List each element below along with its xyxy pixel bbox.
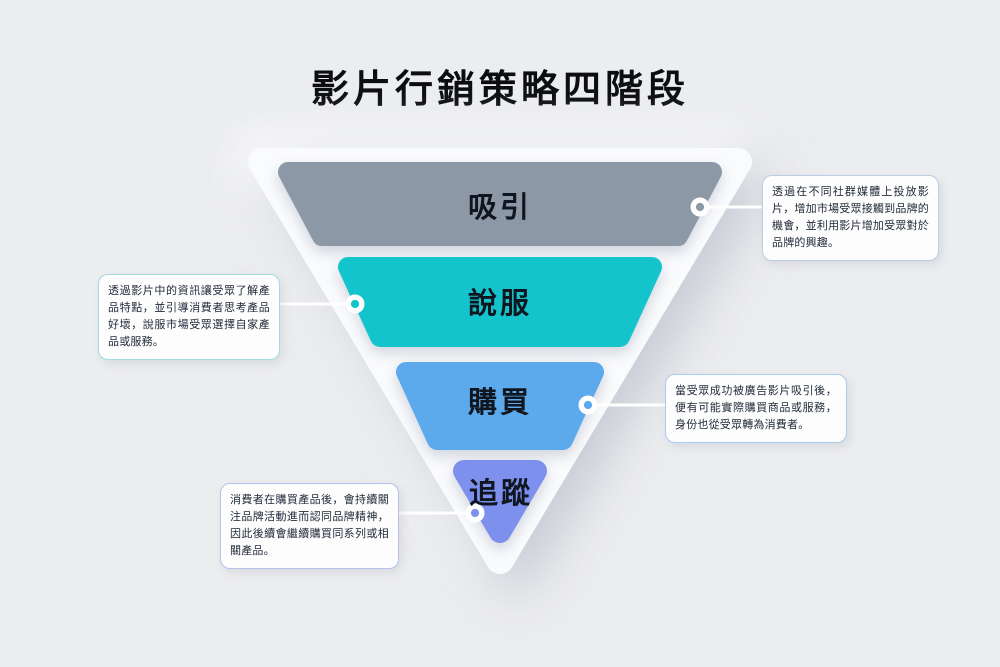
stage-band-follow (453, 460, 547, 543)
stage-label-purchase: 購買 (467, 387, 533, 419)
stage-band-attract (278, 162, 722, 246)
page-title: 影片行銷策略四階段 (310, 69, 689, 111)
stage-label-attract: 吸引 (467, 192, 533, 224)
connector-dot-persuade-hole (350, 299, 360, 309)
callout-persuade-text: 透過影片中的資訊讓受眾了解產品特點，並引導消費者思考產品好壞，說服市場受眾選擇自… (108, 285, 270, 349)
callout-attract-text: 透過在不同社群媒體上投放影片，增加市場受眾接觸到品牌的機會，並利用影片增加受眾對… (772, 186, 929, 250)
callout-follow-text: 消費者在購買產品後，會持續關注品牌活動進而認同品牌精神，因此後續會繼續購買同系列… (230, 494, 389, 558)
callout-follow: 消費者在購買產品後，會持續關注品牌活動進而認同品牌精神，因此後續會繼續購買同系列… (220, 483, 399, 570)
connector-dots (345, 197, 710, 523)
callout-attract: 透過在不同社群媒體上投放影片，增加市場受眾接觸到品牌的機會，並利用影片增加受眾對… (762, 175, 939, 262)
stage-label-follow: 追蹤 (468, 478, 534, 510)
callout-purchase-text: 當受眾成功被廣告影片吸引後，便有可能實際購買商品或服務，身份也從受眾轉為消費者。 (675, 385, 837, 432)
connector-dot-follow-hole (470, 508, 480, 518)
stage-label-persuade: 說服 (467, 288, 533, 320)
connector-dot-purchase-hole (583, 400, 593, 410)
stage-band-persuade (338, 257, 662, 347)
callout-persuade: 透過影片中的資訊讓受眾了解產品特點，並引導消費者思考產品好壞，說服市場受眾選擇自… (98, 274, 280, 361)
callout-purchase: 當受眾成功被廣告影片吸引後，便有可能實際購買商品或服務，身份也從受眾轉為消費者。 (665, 374, 847, 444)
connector-dot-attract-hole (695, 202, 705, 212)
stage-band-purchase (396, 362, 604, 450)
